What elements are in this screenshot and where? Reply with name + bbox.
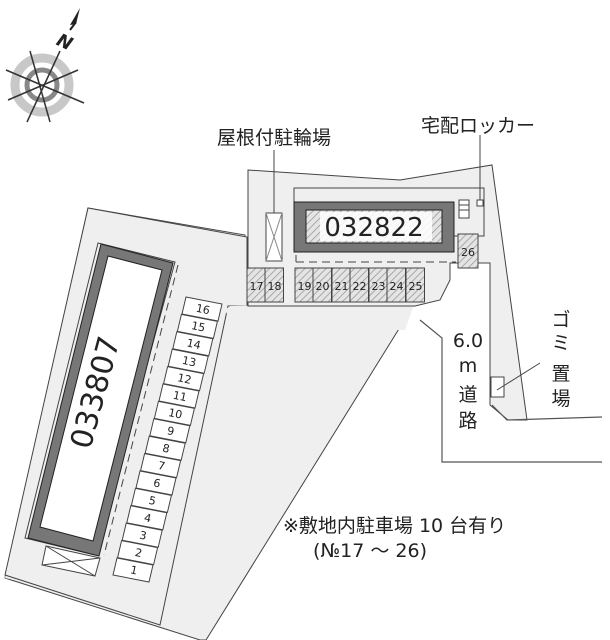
svg-text:1: 1 [129, 563, 139, 577]
parking-space: 4 [126, 505, 168, 531]
road-edge [419, 319, 602, 463]
svg-text:22: 22 [353, 280, 367, 293]
building-032822: 032822 [293, 135, 485, 263]
svg-text:26: 26 [461, 246, 475, 259]
svg-text:25: 25 [409, 280, 423, 293]
parking-space: 6 [135, 470, 177, 496]
north-label: N [53, 30, 76, 55]
parking-space: 23 [368, 267, 388, 303]
svg-text:道: 道 [458, 384, 477, 406]
parking-space: 13 [167, 348, 209, 374]
parking-space: 17 [246, 267, 266, 303]
svg-text:8: 8 [161, 442, 171, 456]
svg-text:12: 12 [176, 371, 192, 387]
parking-space: 16 [181, 296, 223, 322]
svg-text:23: 23 [372, 280, 386, 293]
svg-text:20: 20 [316, 280, 330, 293]
parking-north: 17 18 19 20 21 22 23 24 25 [246, 267, 425, 303]
parking-space: 8 [144, 435, 186, 461]
svg-text:4: 4 [143, 511, 153, 525]
parking-space: 19 [294, 267, 314, 303]
svg-text:場: 場 [551, 388, 570, 410]
garbage-label: ゴ ミ 置 場 [551, 309, 570, 410]
svg-text:24: 24 [390, 280, 404, 293]
svg-text:13: 13 [181, 354, 197, 370]
parking-space: 9 [149, 418, 191, 444]
svg-text:16: 16 [195, 302, 211, 318]
svg-text:14: 14 [185, 336, 201, 352]
parking-space: 12 [162, 366, 205, 392]
svg-text:2: 2 [134, 546, 144, 560]
svg-text:5: 5 [148, 494, 158, 508]
compass-icon: N [5, 8, 85, 123]
svg-text:21: 21 [335, 280, 349, 293]
delivery-locker-box [476, 199, 484, 207]
garbage-box [490, 376, 505, 398]
building-033807: 033807 [24, 242, 179, 577]
svg-text:10: 10 [167, 406, 183, 422]
road-label: 6.0 m 道 路 [453, 330, 483, 432]
parking-space: 24 [386, 267, 406, 303]
parking-space: 10 [153, 400, 196, 426]
svg-text:17: 17 [250, 280, 264, 293]
svg-text:7: 7 [157, 459, 167, 473]
svg-text:9: 9 [166, 424, 176, 438]
svg-text:15: 15 [190, 319, 206, 335]
svg-text:路: 路 [458, 410, 477, 432]
svg-text:m: m [459, 355, 478, 377]
svg-text:置: 置 [551, 363, 570, 385]
svg-text:6: 6 [152, 476, 162, 490]
bike-parking-label: 屋根付駐輪場 [217, 127, 331, 149]
bike-parking [265, 150, 283, 262]
parking-space: 2 [116, 540, 159, 566]
svg-text:6.0: 6.0 [453, 330, 483, 352]
parking-space: 22 [349, 267, 369, 303]
svg-text:19: 19 [298, 280, 312, 293]
parking-note-line1: ※敷地内駐車場 10 台有り [283, 515, 506, 537]
parking-space: 7 [139, 453, 182, 479]
parking-space: 5 [130, 487, 173, 513]
parking-space: 18 [264, 267, 284, 303]
parking-space: 11 [158, 383, 200, 409]
parking-space-26: 26 [457, 233, 479, 269]
svg-text:11: 11 [172, 389, 188, 405]
parking-note-line2: (№17 ～ 26) [313, 540, 427, 562]
parking-space: 3 [121, 522, 163, 548]
svg-text:18: 18 [268, 280, 282, 293]
parking-space: 21 [331, 267, 351, 303]
svg-text:ゴ: ゴ [551, 309, 570, 331]
parking-space: 20 [312, 267, 332, 303]
delivery-locker-label: 宅配ロッカー [421, 115, 535, 137]
svg-text:ミ: ミ [551, 332, 570, 354]
svg-text:3: 3 [138, 529, 148, 543]
parking-space: 14 [172, 331, 214, 357]
parking-space: 25 [405, 267, 425, 303]
parking-space: 15 [176, 313, 219, 339]
building-032822-label: 032822 [324, 213, 423, 243]
parking-space: 1 [112, 557, 154, 583]
